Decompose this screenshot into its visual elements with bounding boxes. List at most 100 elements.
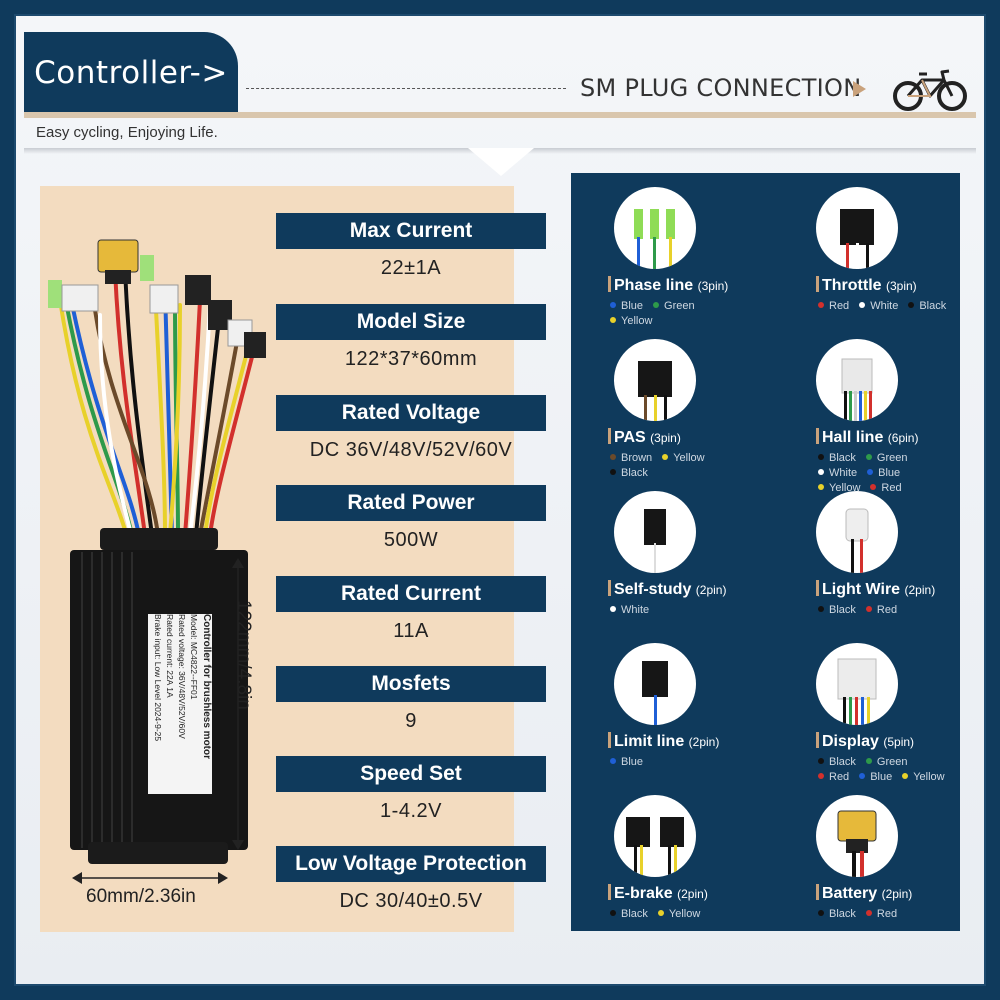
height-dimension-arrow — [232, 558, 244, 850]
connector-hall-line-title: Hall line (6pin) — [816, 428, 918, 447]
color-dot-icon — [865, 758, 872, 764]
wire-color: Black — [818, 603, 856, 618]
header-bar — [24, 112, 976, 118]
connector-e-brake-title: E-brake (2pin) — [608, 884, 708, 903]
color-dot-icon — [818, 454, 824, 460]
connector-limit-line-title: Limit line (2pin) — [608, 732, 719, 751]
color-dot-icon — [610, 302, 616, 308]
spec-label: Mosfets — [276, 666, 546, 702]
connector-pins: (2pin) — [881, 887, 913, 901]
connector-pas-title: PAS (3pin) — [608, 428, 681, 447]
page-title: Controller-> — [34, 55, 228, 91]
controller-image — [48, 239, 266, 864]
color-dot-icon — [865, 606, 872, 612]
accent-bar — [816, 884, 819, 900]
color-dot-icon — [657, 910, 664, 916]
color-dot-icon — [867, 469, 874, 475]
pointer-notch — [468, 148, 534, 176]
color-dot-icon — [902, 773, 909, 779]
spec-mosfets: Mosfets 9 — [276, 666, 546, 733]
color-dot-icon — [610, 758, 616, 764]
color-dot-icon — [908, 302, 915, 308]
wire-color: White — [859, 299, 898, 314]
color-dot-icon — [865, 454, 872, 460]
wire-color: Black — [908, 299, 946, 314]
connector-name: Throttle — [822, 277, 886, 294]
accent-bar — [608, 276, 611, 292]
accent-bar — [816, 276, 819, 292]
connector-phase-line-title: Phase line (3pin) — [608, 276, 728, 295]
connector-pas-image — [614, 339, 696, 421]
bicycle-icon — [893, 69, 967, 111]
wire-color: Red — [865, 907, 897, 922]
spec-label: Speed Set — [276, 756, 546, 792]
label-line: Rated current: 22A 1A — [165, 614, 175, 698]
spec-label: Model Size — [276, 304, 546, 340]
spec-value: 500W — [383, 529, 439, 551]
color-dot-icon — [865, 910, 872, 916]
spec-model-size: Model Size 122*37*60mm — [276, 304, 546, 371]
color-dot-icon — [859, 773, 866, 779]
width-dimension: 60mm/2.36in — [86, 886, 196, 907]
connector-name: Phase line — [614, 277, 698, 294]
spec-label: Max Current — [276, 213, 546, 249]
color-dot-icon — [610, 606, 616, 612]
connector-battery-title: Battery (2pin) — [816, 884, 912, 903]
triangle-right-icon — [853, 81, 866, 97]
wire-color: White — [610, 603, 649, 618]
connector-name: Limit line — [614, 733, 689, 750]
spec-value: 11A — [393, 620, 429, 642]
spec-max-current: Max Current 22±1A — [276, 213, 546, 280]
spec-speed-set: Speed Set 1-4.2V — [276, 756, 546, 823]
connector-light-wire-title: Light Wire (2pin) — [816, 580, 935, 599]
connector-throttle-title: Throttle (3pin) — [816, 276, 917, 295]
connector-name: Self-study — [614, 581, 696, 598]
connector-name: PAS — [614, 429, 651, 446]
spec-label: Low Voltage Protection — [276, 846, 546, 882]
wire-color: Black — [610, 907, 648, 922]
spec-value: 122*37*60mm — [344, 348, 478, 370]
label-line: Controller for brushless motor — [201, 614, 212, 760]
connector-self-study-wires: White — [610, 603, 750, 618]
connector-pins: (3pin) — [650, 431, 681, 445]
controller-label: Controller for brushless motor Model: MC… — [84, 614, 212, 794]
wire-color: Blue — [610, 299, 643, 314]
accent-bar — [816, 580, 819, 596]
color-dot-icon — [610, 469, 616, 475]
color-dot-icon — [818, 484, 824, 490]
wire-color: Yellow — [902, 770, 945, 785]
label-line: Rated voltage: 36V/48V/52V/60V — [177, 614, 187, 739]
color-dot-icon — [818, 773, 824, 779]
wire-color: Green — [865, 451, 907, 466]
wire-color: Blue — [867, 466, 900, 481]
wire-color: Green — [653, 299, 695, 314]
color-dot-icon — [610, 910, 616, 916]
wire-color: Black — [818, 755, 856, 770]
spec-rated-power: Rated Power 500W — [276, 485, 546, 552]
width-dimension-arrow — [72, 872, 228, 884]
accent-bar — [608, 580, 611, 596]
connector-battery-image — [816, 795, 898, 877]
connector-display-title: Display (5pin) — [816, 732, 914, 751]
spec-rated-voltage: Rated Voltage DC 36V/48V/52V/60V — [276, 395, 546, 462]
connector-pins: (2pin) — [695, 583, 727, 597]
wire-color: Red — [818, 770, 849, 785]
wire-color: Blue — [610, 755, 643, 770]
connector-light-wire-image — [816, 491, 898, 573]
spec-value: 22±1A — [380, 257, 442, 279]
connector-hall-line-image — [816, 339, 898, 421]
connector-limit-line-image — [614, 643, 696, 725]
connector-name: Display — [822, 733, 884, 750]
connector-self-study-image — [614, 491, 696, 573]
connector-name: Battery — [822, 885, 882, 902]
wire-color: Green — [865, 755, 907, 770]
title-tab: Controller-> — [24, 32, 238, 114]
accent-bar — [608, 428, 611, 444]
